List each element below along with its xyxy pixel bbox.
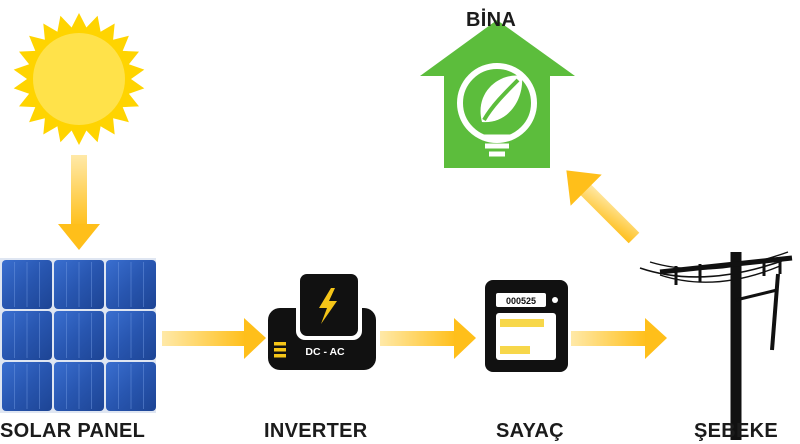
lightbulb-icon bbox=[457, 63, 537, 157]
sun-core bbox=[33, 33, 125, 125]
solar-panel-icon bbox=[0, 258, 156, 413]
label-sebeke: ŞEBEKE bbox=[694, 420, 779, 442]
leaf-icon bbox=[480, 75, 523, 123]
arrow-meter-to-pole bbox=[571, 318, 667, 359]
power-pole-icon bbox=[639, 251, 793, 440]
label-sayac: SAYAÇ bbox=[496, 420, 564, 442]
arrow-pole-to-building bbox=[566, 170, 640, 244]
inverter-badge: DC - AC bbox=[305, 346, 345, 358]
arrow-inverter-to-meter bbox=[380, 318, 476, 359]
label-bina: BİNA bbox=[466, 9, 517, 31]
label-inverter: INVERTER bbox=[264, 420, 368, 442]
inverter-icon: DC - AC bbox=[268, 270, 376, 370]
arrow-sun-to-panel bbox=[58, 155, 100, 250]
meter-reading: 000525 bbox=[506, 296, 536, 306]
arrow-panel-to-inverter bbox=[162, 318, 266, 359]
lightning-bolt-icon bbox=[319, 288, 337, 324]
house-leaf-bulb-icon bbox=[420, 20, 575, 168]
label-solar-panel: SOLAR PANEL bbox=[0, 420, 146, 442]
electric-meter-icon: 000525 bbox=[485, 280, 568, 372]
sun-icon bbox=[13, 13, 145, 145]
